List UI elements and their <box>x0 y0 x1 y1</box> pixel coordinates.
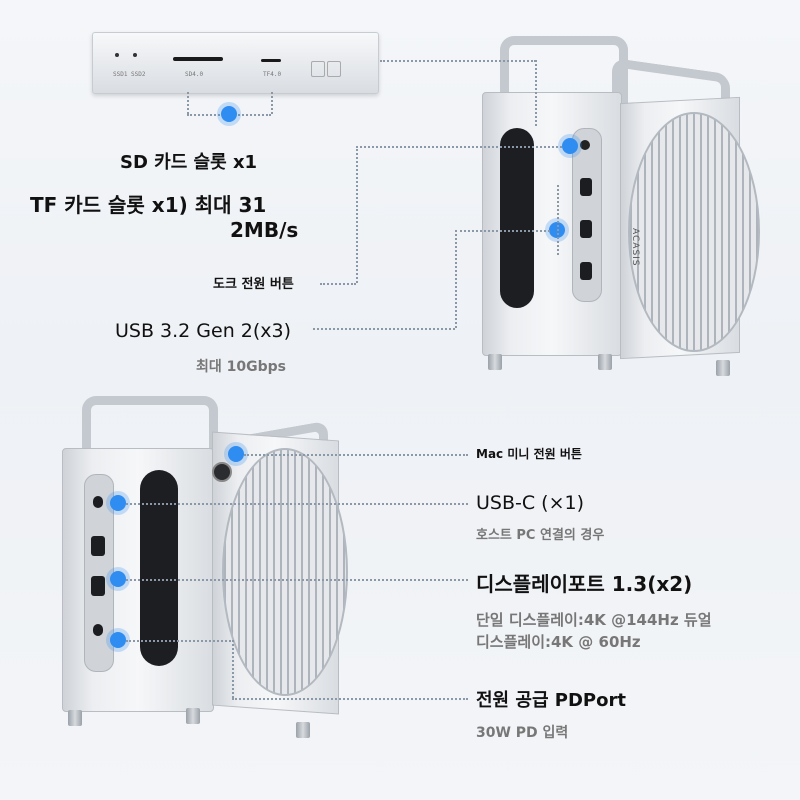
usbc-dot <box>110 495 126 511</box>
top-foot-1 <box>488 354 502 370</box>
card-reader-panel: SSD1 SSD2 SD4.0 TF4.0 <box>92 32 379 94</box>
usb-a-port-1 <box>580 178 592 196</box>
mac-power-label: Mac 미니 전원 버튼 <box>476 447 582 461</box>
usb-c-port <box>93 496 103 508</box>
bottom-case-slot-opening <box>140 470 178 666</box>
usb-a-port-3 <box>580 262 592 280</box>
top-foot-3 <box>716 360 730 376</box>
brand-logo: ACASIS <box>630 228 640 267</box>
tf-slot <box>261 59 281 62</box>
pd-port <box>93 624 103 636</box>
pd-dot <box>110 632 126 648</box>
dp-title: 디스플레이포트 1.3(x2) <box>476 572 693 596</box>
usbc-title: USB-C (×1) <box>476 492 584 514</box>
sd-slot-label: SD 카드 슬롯 x1 <box>120 152 258 173</box>
tf-slot-label: TF 카드 슬롯 x1) 최대 31 <box>30 193 267 217</box>
dp-dot <box>110 571 126 587</box>
top-case-slot-opening <box>500 128 534 308</box>
sd-callout-dot <box>221 106 237 122</box>
ssd-label: SSD1 SSD2 <box>113 71 146 78</box>
ssd2-led <box>133 53 137 57</box>
usb-a-port-2 <box>580 220 592 238</box>
top-case-grille <box>628 112 760 352</box>
sd-slot <box>173 57 223 61</box>
pd-subtitle: 30W PD 입력 <box>476 725 569 741</box>
sd-label: SD4.0 <box>185 71 204 78</box>
dock-power-dot <box>562 138 578 154</box>
top-case-handle <box>500 36 628 125</box>
dp-subtitle-1: 단일 디스플레이:4K @144Hz 듀얼 <box>476 611 712 629</box>
tf-label: TF4.0 <box>263 71 282 78</box>
mini-icon-1 <box>311 61 325 77</box>
bottom-foot-1 <box>68 710 82 726</box>
pd-title: 전원 공급 PDPort <box>476 690 626 711</box>
displayport-2 <box>91 576 105 596</box>
mac-mini-power-button <box>212 462 232 482</box>
bottom-foot-3 <box>296 722 310 738</box>
tf-slot-speed: 2MB/s <box>230 218 299 242</box>
dp-subtitle-2: 디스플레이:4K @ 60Hz <box>476 633 641 651</box>
mini-icon-2 <box>327 61 341 77</box>
dock-power-button <box>580 140 590 150</box>
usb-subtitle: 최대 10Gbps <box>196 359 286 375</box>
bottom-case-grille <box>222 448 348 696</box>
bottom-foot-2 <box>186 708 200 724</box>
usbc-subtitle: 호스트 PC 연결의 경우 <box>476 528 605 543</box>
top-foot-2 <box>598 354 612 370</box>
dock-power-label: 도크 전원 버튼 <box>213 277 294 292</box>
displayport-1 <box>91 536 105 556</box>
usb-title: USB 3.2 Gen 2(x3) <box>115 320 292 342</box>
ssd1-led <box>115 53 119 57</box>
mac-power-dot <box>228 446 244 462</box>
